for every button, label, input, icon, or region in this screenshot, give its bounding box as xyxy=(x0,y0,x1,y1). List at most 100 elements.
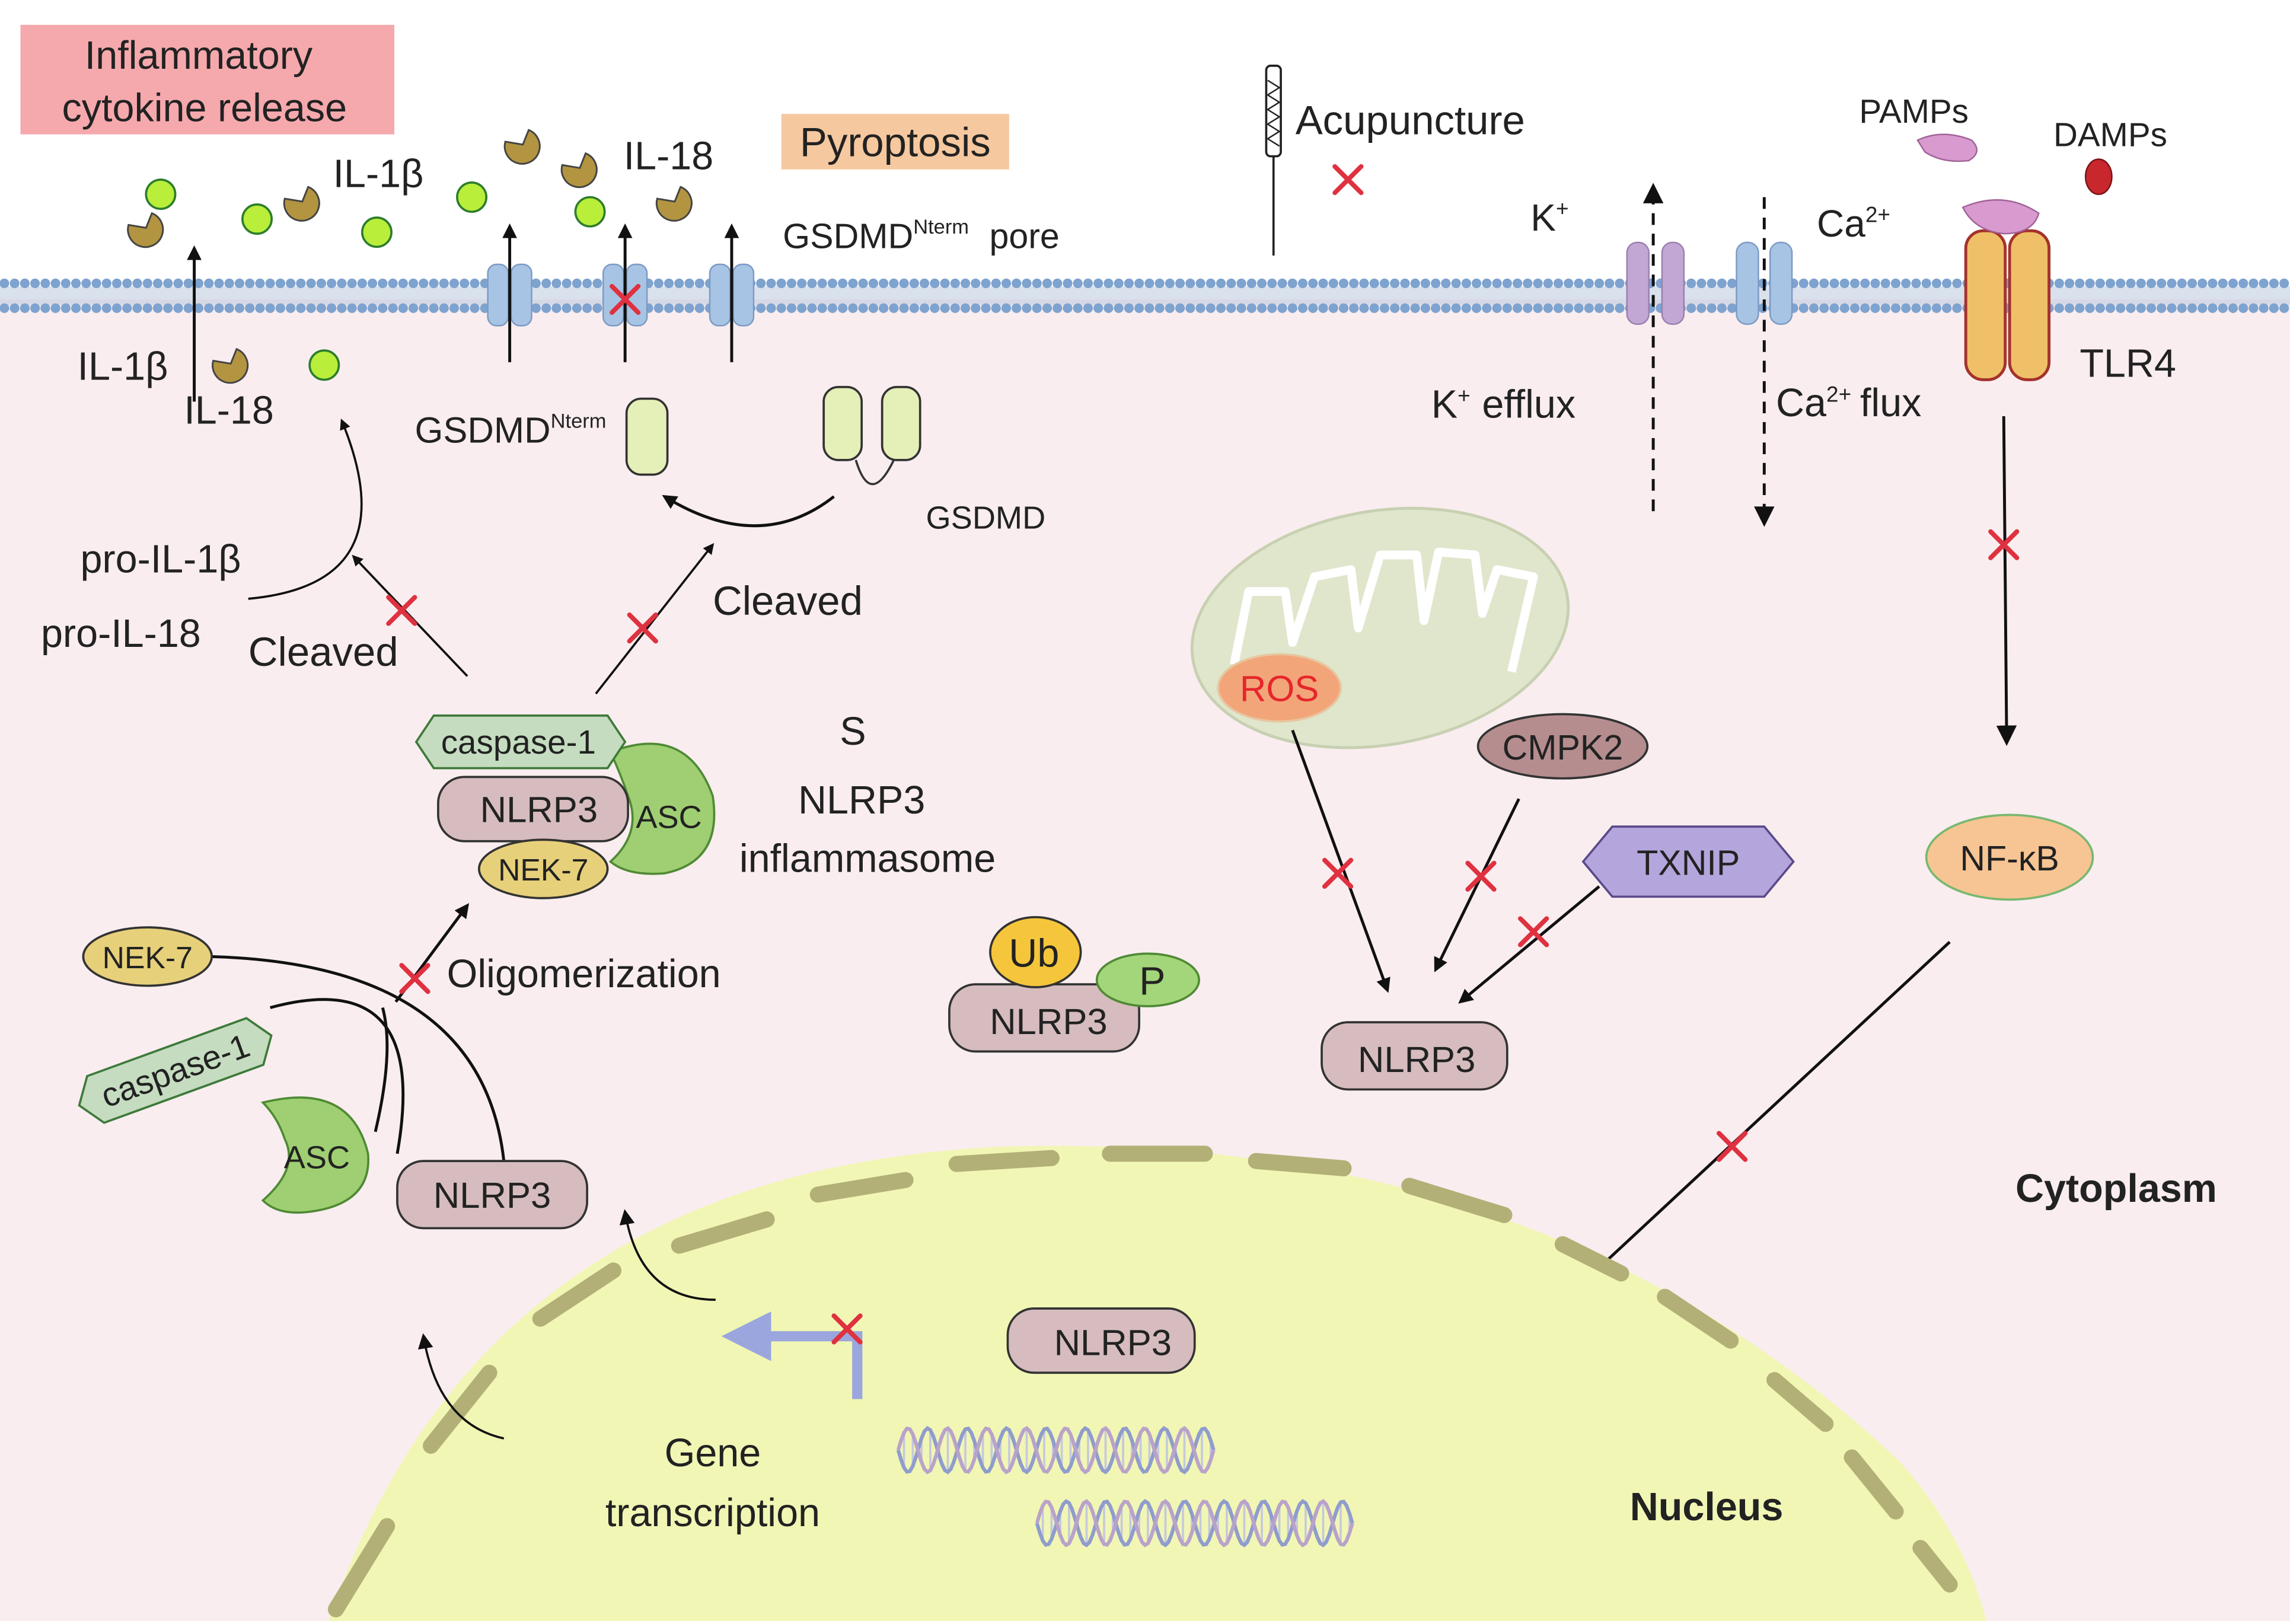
lipid-head xyxy=(1216,303,1226,313)
k-efflux-sup: + xyxy=(1457,384,1471,408)
caspase1-free-shape xyxy=(78,1017,273,1124)
lipid-head xyxy=(694,278,704,288)
lipid-head xyxy=(838,278,848,288)
lipid-head xyxy=(1717,278,1727,288)
lipid-head xyxy=(337,303,347,313)
txnip-shape xyxy=(1581,825,1795,898)
lipid-head xyxy=(1236,278,1246,288)
nucleus-label: Nucleus xyxy=(1630,1485,1784,1529)
lipid-head xyxy=(40,278,50,288)
damp-ligand-icon xyxy=(2084,158,2113,195)
lipid-head xyxy=(817,303,827,313)
lipid-head xyxy=(1205,303,1216,313)
lipid-head xyxy=(848,278,858,288)
cmpk2-label: CMPK2 xyxy=(1503,728,1624,767)
lipid-head xyxy=(1870,278,1880,288)
s-label: S xyxy=(840,710,866,754)
lipid-head xyxy=(91,303,101,313)
nlrp3-nucleus-label: NLRP3 xyxy=(1054,1323,1172,1364)
nlrp3-free-shape xyxy=(396,1160,588,1230)
dna-strand xyxy=(896,1425,1216,1475)
lipid-head xyxy=(776,303,786,313)
inhibition-x-icon xyxy=(386,595,417,626)
lipid-head xyxy=(1216,278,1226,288)
inhibition-x-icon xyxy=(1717,1131,1748,1162)
il1b-particle xyxy=(212,347,249,384)
lipid-head xyxy=(1849,303,1860,313)
inflammatory-label: Inflammatory xyxy=(85,34,313,78)
nlrp3-inflammasome-title: NLRP3 xyxy=(798,779,925,822)
il18-intracellular-label: IL-18 xyxy=(184,388,274,432)
lipid-head xyxy=(1890,303,1901,313)
lipid-head xyxy=(1195,278,1205,288)
il1b-extracellular-label: IL-1β xyxy=(333,152,424,196)
lipid-head xyxy=(1338,278,1349,288)
lipid-head xyxy=(582,278,592,288)
lipid-head xyxy=(265,278,275,288)
il1b-particle xyxy=(283,186,320,222)
nek7-complex-shape xyxy=(478,838,609,899)
lipid-head xyxy=(326,303,337,313)
lipid-head xyxy=(1809,278,1819,288)
lipid-head xyxy=(470,303,480,313)
lipid-head xyxy=(2126,303,2136,313)
lipid-head xyxy=(858,303,868,313)
nuclear-pore-segment xyxy=(809,1172,914,1203)
lipid-head xyxy=(960,278,971,288)
lipid-head xyxy=(1114,303,1124,313)
gsdmd-pores xyxy=(487,263,755,327)
il18-particle xyxy=(574,196,606,228)
lipid-head xyxy=(1369,278,1379,288)
lipid-head xyxy=(919,303,930,313)
lipid-head xyxy=(245,278,255,288)
lipid-head xyxy=(1502,303,1512,313)
gsdmd-pore-main: GSDMD xyxy=(783,216,913,256)
lipid-head xyxy=(142,303,152,313)
lipid-head xyxy=(429,303,439,313)
lipid-head xyxy=(797,303,807,313)
lipid-head xyxy=(214,278,224,288)
nuclear-pore-segment xyxy=(1766,1372,1834,1432)
lipid-head xyxy=(1461,278,1471,288)
nucleus-export-arrow xyxy=(417,1333,505,1440)
lipid-head xyxy=(439,303,449,313)
lipid-head xyxy=(173,278,183,288)
lipid-head xyxy=(286,278,296,288)
lipid-head xyxy=(1256,303,1267,313)
lipid-head xyxy=(111,278,122,288)
lipid-head xyxy=(848,303,858,313)
lipid-head xyxy=(1707,303,1717,313)
lipid-head xyxy=(551,303,562,313)
lipid-head xyxy=(1829,278,1839,288)
nuclear-pore-segment xyxy=(671,1211,775,1254)
inhibition-marks xyxy=(386,164,2020,1345)
inhibition-x-icon xyxy=(1465,860,1497,892)
lipid-head xyxy=(1451,303,1461,313)
lipid-head xyxy=(0,278,9,288)
lipid-head xyxy=(1942,278,1952,288)
asc-free-label: ASC xyxy=(284,1140,350,1175)
lipid-head xyxy=(1553,303,1564,313)
lipid-head xyxy=(1001,303,1012,313)
lipid-head xyxy=(50,303,60,313)
lipid-head xyxy=(1093,303,1103,313)
pamp-ligand-icon xyxy=(1916,133,1978,162)
lipid-head xyxy=(1349,303,1359,313)
lipid-head xyxy=(398,303,408,313)
lipid-head xyxy=(950,278,960,288)
lipid-head xyxy=(572,303,582,313)
k-efflux-label: K+efflux xyxy=(1431,382,1575,426)
lipid-head xyxy=(909,303,919,313)
lipid-head xyxy=(0,303,9,313)
lipid-head xyxy=(1083,278,1093,288)
lipid-head xyxy=(470,278,480,288)
nuclear-pore-segment xyxy=(1657,1288,1739,1349)
lipid-head xyxy=(1512,303,1523,313)
lipid-head xyxy=(1042,278,1052,288)
lipid-head xyxy=(817,278,827,288)
gsdmd-nterm-sup: Nterm xyxy=(551,410,607,433)
lipid-head xyxy=(122,303,132,313)
lipid-head xyxy=(653,278,664,288)
lipid-head xyxy=(1860,303,1870,313)
